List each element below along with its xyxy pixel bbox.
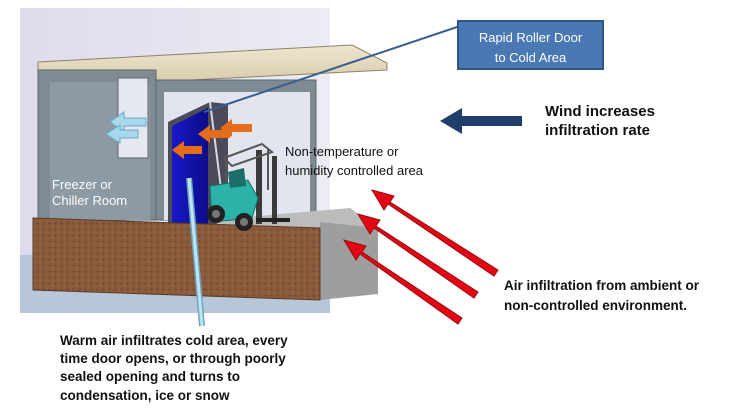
warm-air-arrow xyxy=(198,125,230,143)
infiltration-arrows xyxy=(342,189,499,325)
noncontrolled-label-line1: Non-temperature or xyxy=(285,144,399,159)
infiltration-arrow xyxy=(342,239,463,325)
warm-label-line2: time door opens, or through poorly xyxy=(60,351,286,367)
infiltration-arrow xyxy=(370,189,499,277)
dock-side xyxy=(320,222,378,300)
ambient-infiltration-label: Air infiltration from ambient or non-con… xyxy=(504,276,699,317)
door-callout-line1: Rapid Roller Door xyxy=(478,30,583,45)
foundation xyxy=(32,217,321,301)
forklift-forks xyxy=(256,218,290,222)
forklift xyxy=(207,142,290,231)
ambient-label-line1: Air infiltration from ambient or xyxy=(504,278,700,293)
room-label: Freezer or Chiller Room xyxy=(52,177,127,210)
noncontrolled-area-label: Non-temperature or humidity controlled a… xyxy=(285,143,423,181)
door-callout: Rapid Roller Door to Cold Area xyxy=(457,20,604,70)
ambient-label-line2: non-controlled environment. xyxy=(504,298,688,314)
cold-air-arrow xyxy=(105,124,139,144)
door-callout-leader xyxy=(203,25,461,113)
warm-label-line3: sealed opening and turns to xyxy=(60,369,241,385)
warm-label-line4: condensation, ice or snow xyxy=(60,387,230,403)
wind-label: Wind increases infiltration rate xyxy=(545,103,655,141)
forklift-cage xyxy=(222,142,275,168)
room-label-line1: Freezer or xyxy=(52,177,112,192)
room-label-line2: Chiller Room xyxy=(52,193,128,209)
forklift-mast xyxy=(256,150,262,224)
forklift-mast-rear xyxy=(272,156,277,224)
wind-arrow xyxy=(440,108,522,134)
noncontrolled-label-line2: humidity controlled area xyxy=(285,162,424,178)
forklift-seat xyxy=(228,168,246,188)
warm-air-arrow xyxy=(172,141,202,159)
wind-label-line2: infiltration rate xyxy=(545,121,651,139)
warm-air-label: Warm air infiltrates cold area, every ti… xyxy=(60,332,288,405)
infiltration-arrow xyxy=(356,213,479,299)
door-callout-line2: to Cold Area xyxy=(494,50,567,65)
wind-label-line1: Wind increases xyxy=(545,103,655,120)
roller-door[interactable] xyxy=(172,108,208,232)
warm-label-line1: Warm air infiltrates cold area, every xyxy=(60,333,288,348)
